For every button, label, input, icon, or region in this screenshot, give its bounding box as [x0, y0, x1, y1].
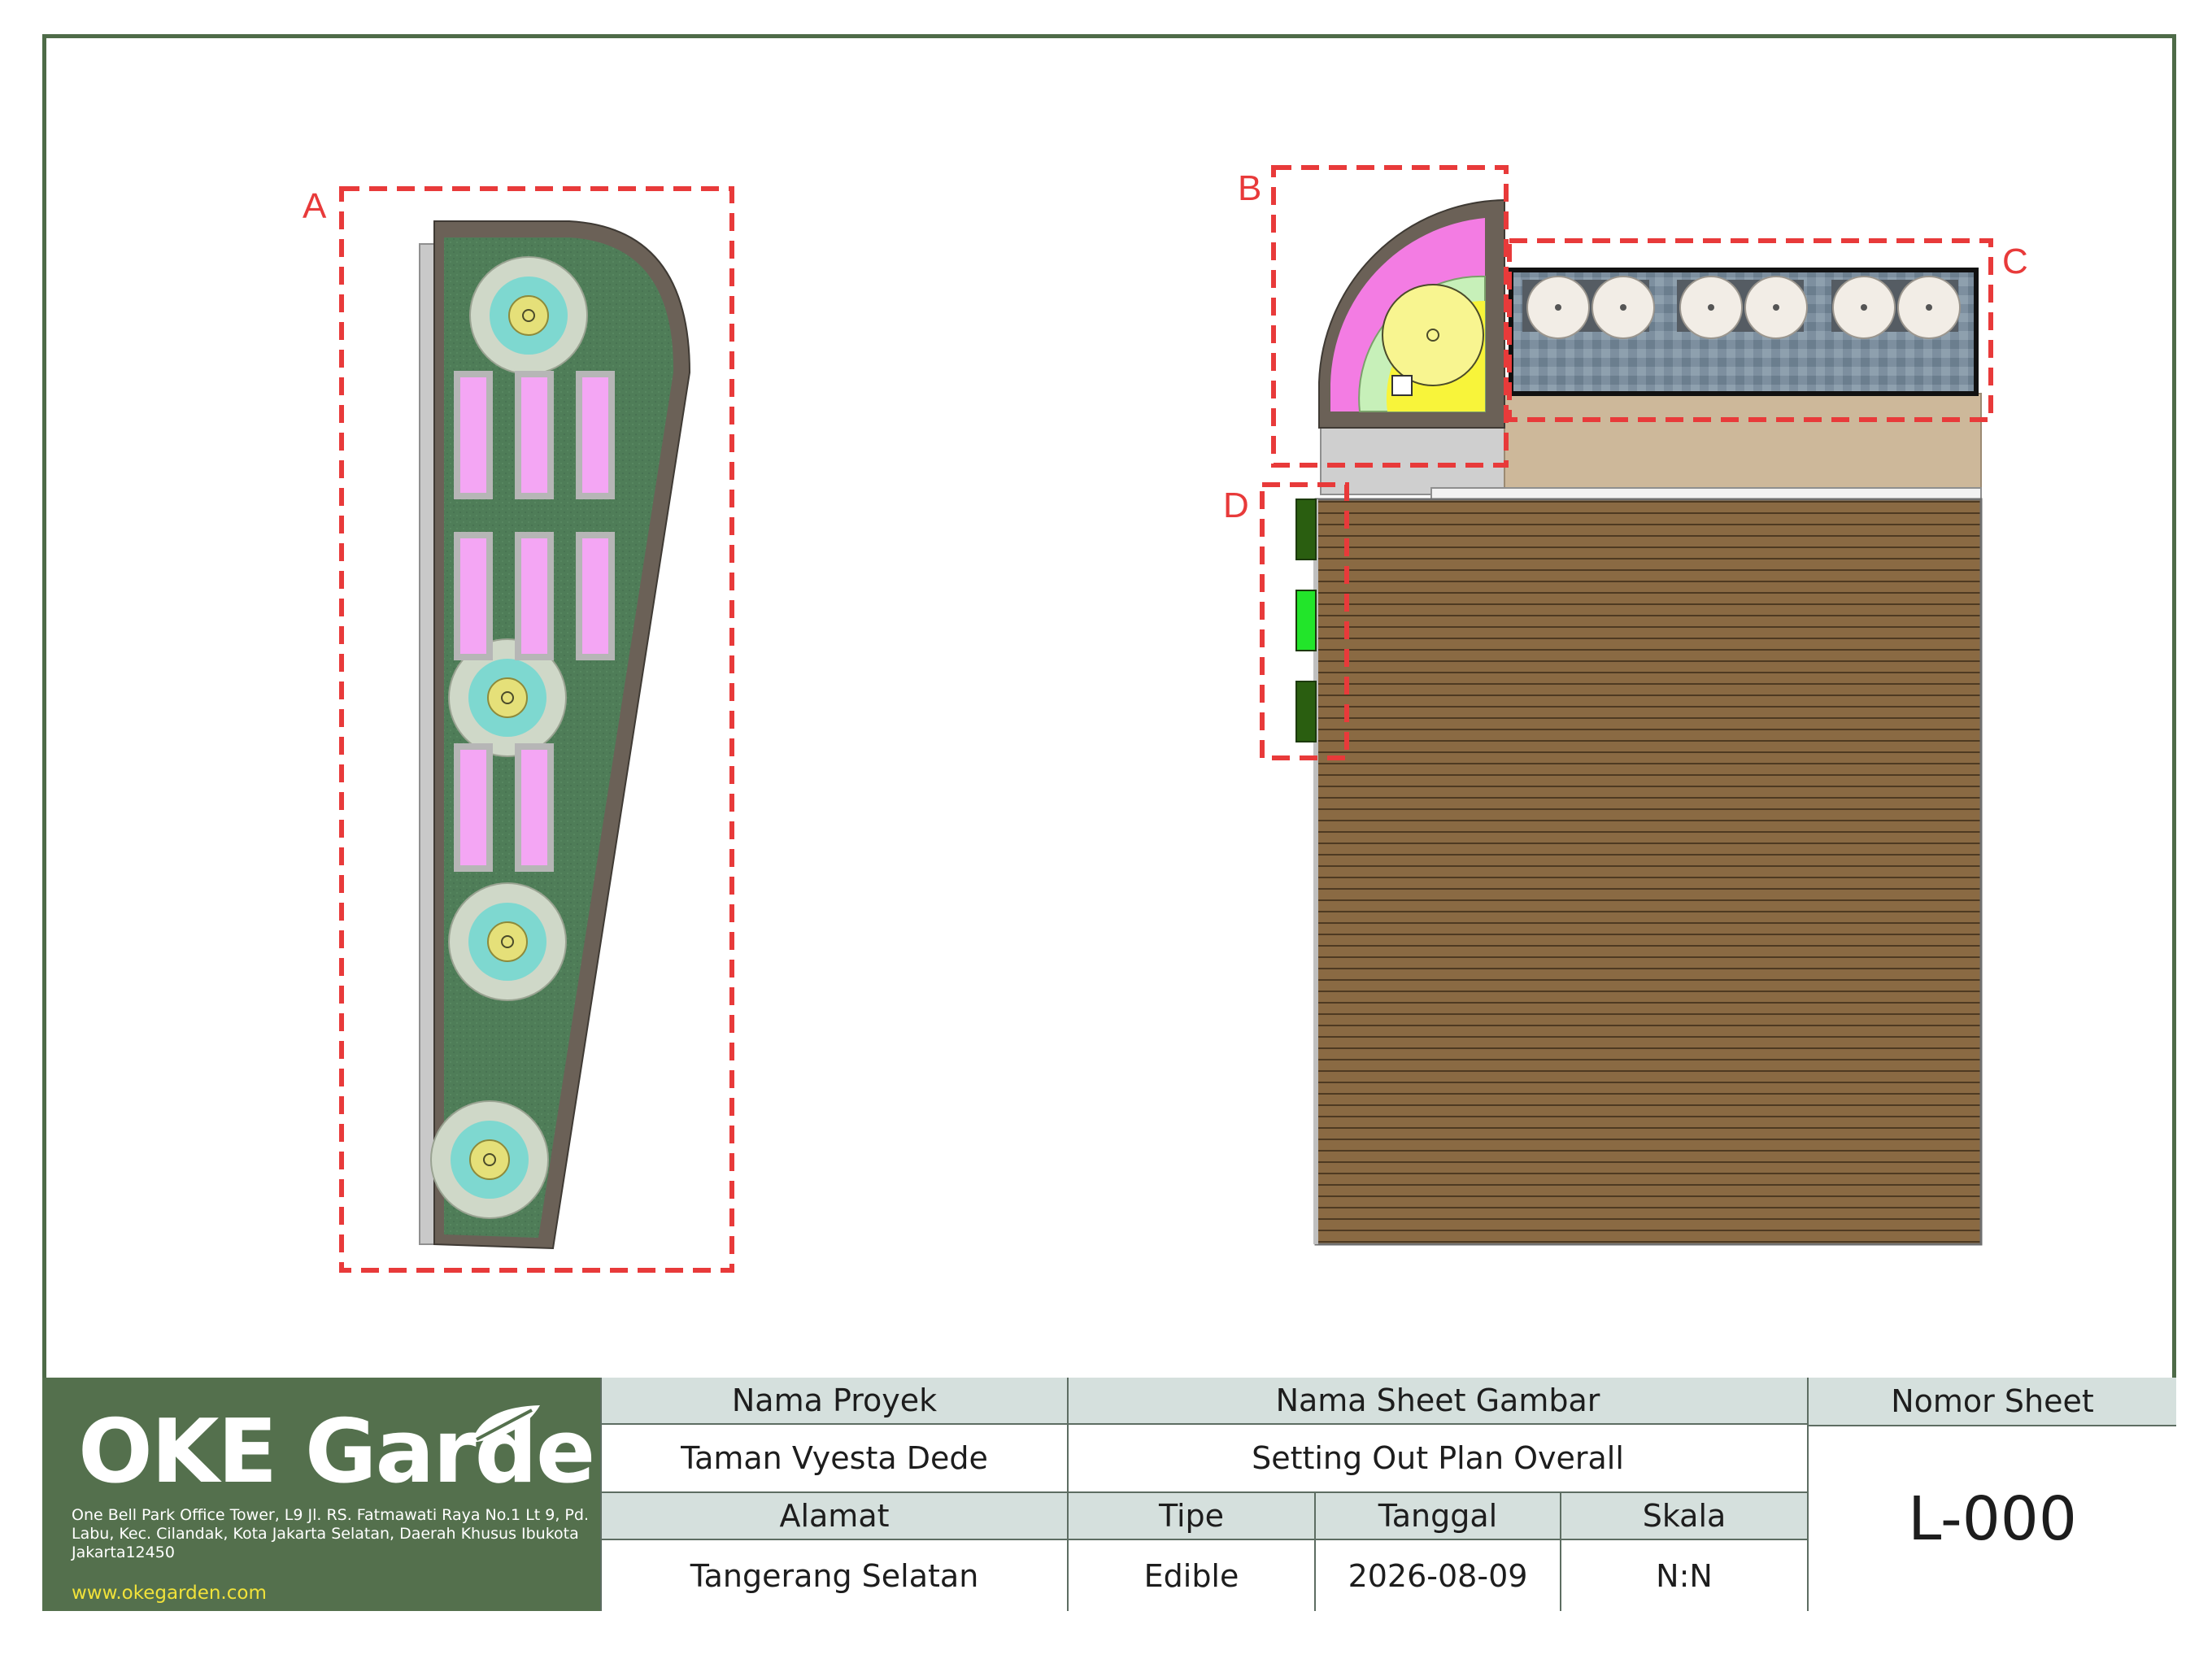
date-value: 2026-08-09	[1314, 1540, 1560, 1611]
zone-c-label: C	[2002, 242, 2028, 281]
zone-d-label: D	[1223, 486, 1249, 525]
address-value: Tangerang Selatan	[600, 1540, 1067, 1611]
tree-2	[448, 638, 567, 757]
brand-logo: OKE Garden	[78, 1401, 656, 1503]
zone-a-label: A	[303, 186, 327, 226]
type-value: Edible	[1067, 1540, 1314, 1611]
project-name-header: Nama Proyek	[600, 1378, 1067, 1425]
zone-d-highlight	[1260, 482, 1349, 760]
zone-d-planters	[1295, 499, 1317, 742]
zone-a-highlight	[339, 186, 734, 1273]
sand-strip	[1504, 393, 1982, 495]
scale-header: Skala	[1560, 1493, 1807, 1540]
leaf-icon	[472, 1405, 540, 1443]
zone-a-garden	[339, 186, 734, 1273]
sheet-number-value: L-000	[1807, 1426, 2176, 1611]
site-plan-drawing	[339, 165, 1993, 1273]
zone-b-label: B	[1238, 168, 1262, 208]
tree-4	[430, 1100, 549, 1219]
project-name-value: Taman Vyesta Dede	[600, 1425, 1067, 1493]
address-header: Alamat	[600, 1493, 1067, 1540]
title-block: OKE Garden One Bell Park Office Tower, L…	[42, 1378, 2176, 1611]
date-header: Tanggal	[1314, 1493, 1560, 1540]
type-header: Tipe	[1067, 1493, 1314, 1540]
right-plan	[1260, 165, 1993, 1246]
zone-b-highlight	[1271, 165, 1509, 468]
scale-value: N:N	[1560, 1540, 1807, 1611]
tree-1	[469, 256, 588, 375]
sheet-name-header: Nama Sheet Gambar	[1067, 1378, 1807, 1425]
company-address: One Bell Park Office Tower, L9 Jl. RS. F…	[72, 1506, 589, 1561]
wood-deck	[1314, 498, 1983, 1246]
zone-c-highlight	[1507, 238, 1993, 422]
sheet-number-header: Nomor Sheet	[1807, 1378, 2176, 1426]
pond-pots	[1522, 276, 1961, 339]
threshold-strip	[1430, 487, 1982, 500]
sheet-name-value: Setting Out Plan Overall	[1067, 1425, 1807, 1493]
planter-boxes	[454, 371, 615, 872]
paved-landing	[1320, 424, 1505, 495]
quarter-circle-bed	[1318, 198, 1505, 429]
tree-3	[448, 882, 567, 1001]
company-website: www.okegarden.com	[72, 1583, 267, 1604]
logo-panel: OKE Garden One Bell Park Office Tower, L…	[42, 1378, 656, 1611]
